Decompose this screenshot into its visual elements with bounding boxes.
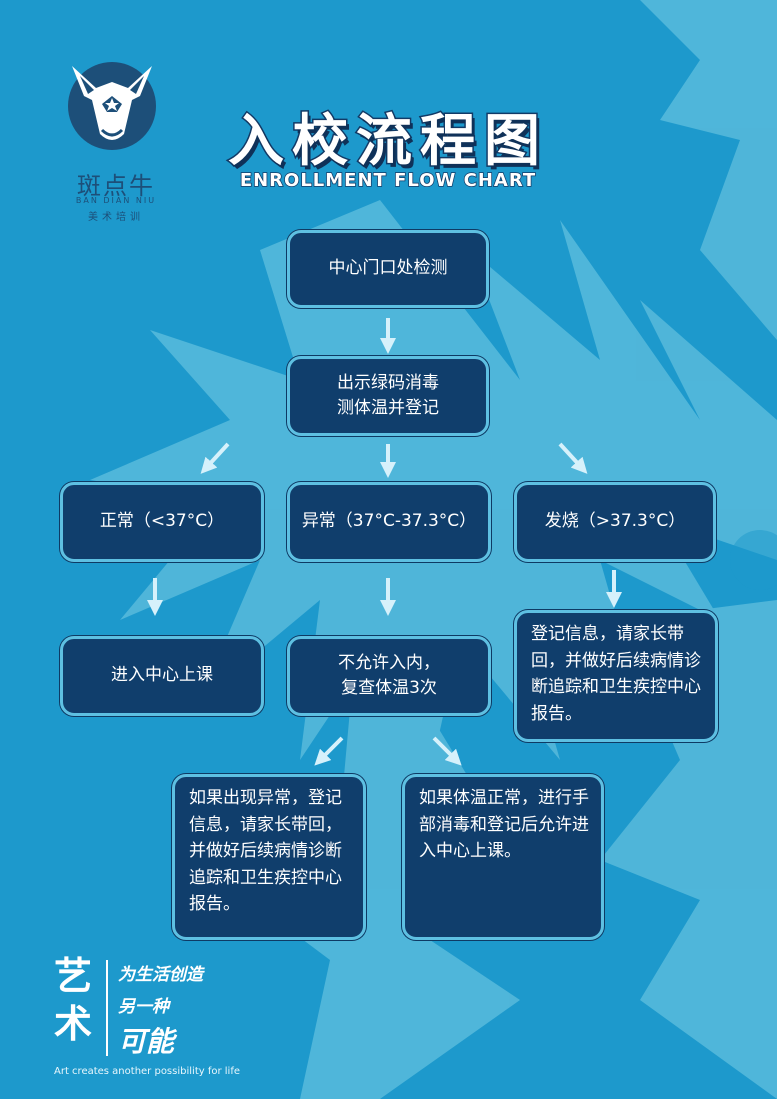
page-subtitle: ENROLLMENT FLOW CHART xyxy=(239,169,537,192)
brand-subtitle: 美术培训 xyxy=(88,212,144,223)
flow-step-label: 不允许入内， 复查体温3次 xyxy=(338,652,440,699)
slogan-tagline: Art creates another possibility for life xyxy=(54,1066,240,1077)
slogan-art: 艺 术 xyxy=(54,954,94,1046)
flow-branch-normal: 正常（<37°C） xyxy=(60,482,264,562)
flow-step-label: 如果出现异常，登记信息，请家长带回，并做好后续病情诊断追踪和卫生疾控中心报告。 xyxy=(189,788,342,915)
flow-step-not-allowed: 不允许入内， 复查体温3次 xyxy=(287,636,491,716)
arrow-notallowed-normal2 xyxy=(432,736,462,766)
slogan-line-3: 可能 xyxy=(118,1025,175,1058)
flow-step-label: 中心门口处检测 xyxy=(328,258,448,279)
arrow-step2-normal xyxy=(200,442,230,474)
slogan-art-char-2: 术 xyxy=(54,1001,93,1046)
arrow-notallowed-abnormal2 xyxy=(314,736,344,766)
flow-step-label: 正常（<37°C） xyxy=(99,511,225,532)
flow-step-label: 如果体温正常，进行手部消毒和登记后允许进入中心上课。 xyxy=(419,788,589,862)
flow-step-label: 登记信息，请家长带回，并做好后续病情诊断追踪和卫生疾控中心报告。 xyxy=(531,624,701,724)
brand-logo: 斑点牛 BAN DIAN NIU 美术培训 xyxy=(62,60,162,223)
flow-step-fever-action: 登记信息，请家长带回，并做好后续病情诊断追踪和卫生疾控中心报告。 xyxy=(514,610,718,742)
flow-step-green-code: 出示绿码消毒 测体温并登记 xyxy=(287,356,489,436)
flow-branch-abnormal: 异常（37°C-37.3°C） xyxy=(287,482,491,562)
arrow-step2-fever xyxy=(558,442,588,474)
flow-step-entrance-check: 中心门口处检测 xyxy=(287,230,489,308)
cow-head-icon xyxy=(68,62,156,150)
slogan-line-1: 为生活创造 xyxy=(118,965,203,985)
flow-branch-fever: 发烧（>37.3°C） xyxy=(514,482,716,562)
flow-step-label: 进入中心上课 xyxy=(111,665,213,686)
flow-step-label: 异常（37°C-37.3°C） xyxy=(301,511,477,532)
slogan-divider xyxy=(106,960,108,1056)
slogan-line-2: 另一种 xyxy=(118,997,169,1017)
slogan-art-char-1: 艺 xyxy=(54,954,93,998)
flow-step-enter-class: 进入中心上课 xyxy=(60,636,264,716)
flow-step-recheck-normal: 如果体温正常，进行手部消毒和登记后允许进入中心上课。 xyxy=(402,774,604,940)
brand-name-cn: 斑点牛 xyxy=(77,172,155,200)
brand-name-en: BAN DIAN NIU xyxy=(75,196,157,205)
flow-step-label: 出示绿码消毒 测体温并登记 xyxy=(337,372,439,419)
flow-step-recheck-abnormal: 如果出现异常，登记信息，请家长带回，并做好后续病情诊断追踪和卫生疾控中心报告。 xyxy=(172,774,366,940)
flow-step-label: 发烧（>37.3°C） xyxy=(544,511,686,532)
page-title: 入校流程图 xyxy=(227,108,548,176)
